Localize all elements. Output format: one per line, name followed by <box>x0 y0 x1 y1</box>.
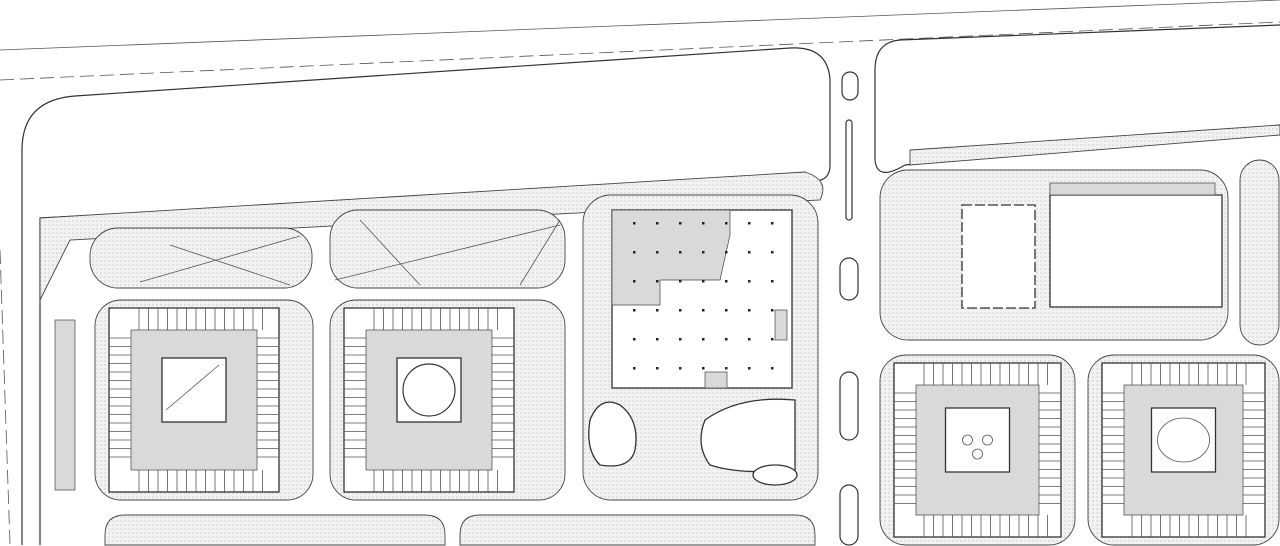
green-strips <box>89 209 566 289</box>
column <box>748 222 751 225</box>
column <box>725 367 728 370</box>
column <box>702 280 705 283</box>
column <box>748 367 751 370</box>
column <box>679 251 682 254</box>
building-blocks <box>94 299 1280 546</box>
column <box>702 251 705 254</box>
column <box>679 338 682 341</box>
dormitory-block <box>879 354 1076 546</box>
east-block-curb <box>874 24 1280 173</box>
east-hatched-strip <box>909 124 1280 166</box>
column <box>679 222 682 225</box>
column <box>633 222 636 225</box>
column <box>771 222 774 225</box>
column <box>725 251 728 254</box>
bottom-blocks <box>104 514 816 546</box>
column <box>656 222 659 225</box>
column <box>656 251 659 254</box>
column <box>771 309 774 312</box>
column <box>702 338 705 341</box>
column <box>702 222 705 225</box>
west-building-strip <box>54 319 76 491</box>
column <box>725 280 728 283</box>
dormitory-block <box>1087 354 1280 546</box>
column <box>771 280 774 283</box>
dormitory-block <box>329 299 566 501</box>
column <box>633 367 636 370</box>
column <box>679 367 682 370</box>
column <box>748 251 751 254</box>
column <box>633 338 636 341</box>
column <box>725 309 728 312</box>
column <box>679 280 682 283</box>
median-islands <box>839 71 859 546</box>
column <box>656 367 659 370</box>
column <box>702 309 705 312</box>
column <box>656 309 659 312</box>
column <box>748 280 751 283</box>
column <box>725 338 728 341</box>
west-block-curb <box>21 47 831 545</box>
column <box>633 280 636 283</box>
column <box>656 338 659 341</box>
column <box>633 251 636 254</box>
column <box>771 367 774 370</box>
column <box>748 309 751 312</box>
column <box>725 222 728 225</box>
column <box>771 338 774 341</box>
sports-field <box>879 159 1280 346</box>
column <box>748 338 751 341</box>
column <box>771 251 774 254</box>
central-hall <box>582 194 819 501</box>
column <box>702 367 705 370</box>
column <box>679 309 682 312</box>
column <box>633 309 636 312</box>
dormitory-block <box>94 299 314 501</box>
column <box>656 280 659 283</box>
